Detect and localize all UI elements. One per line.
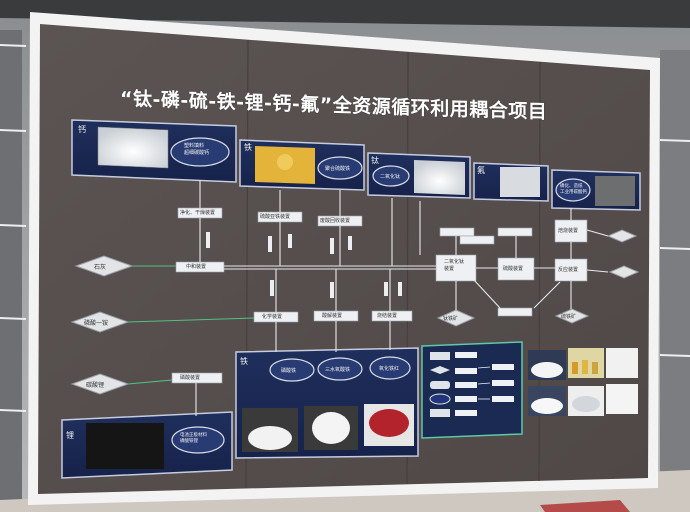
acid-digest-label: 酸解装置 — [322, 313, 343, 319]
calcium-panel — [71, 119, 237, 183]
wall-slats-right — [660, 50, 690, 490]
right-granules-image — [595, 176, 635, 206]
sulfur-ore-diamond — [554, 308, 590, 324]
small-box-c — [497, 307, 533, 317]
acid-recovery-label: 废酸回收装置 — [320, 218, 351, 224]
titanium-ore-label: 钛铁矿 — [443, 316, 459, 322]
sintering-box — [371, 310, 413, 322]
calcium-product-oval — [170, 137, 230, 167]
phosphate-diamond — [70, 311, 130, 333]
lithium-carbonate-label: 碳酸锂 — [86, 382, 105, 389]
far-right-diamond — [608, 265, 640, 279]
right-top-product-label: 磷化、造纸 工业用碳酸钙 — [560, 184, 587, 195]
flow-lines — [127, 180, 609, 416]
lithium-product-oval — [171, 426, 225, 454]
small-box-d — [459, 235, 495, 245]
lithium-panel — [61, 411, 233, 479]
titanium-device-box — [435, 254, 477, 282]
product-photo-gallery — [528, 348, 638, 416]
legend-box — [421, 341, 523, 439]
iron-bottom-tag: 铁 — [240, 357, 248, 366]
small-box-b — [497, 227, 533, 237]
ferric-label: 三水氧酸铁 — [325, 367, 351, 373]
iron-top-product-label: 聚合硫酸铁 — [325, 166, 351, 172]
lithium-tag: 锂 — [66, 431, 74, 440]
reaction-label: 反应装置 — [558, 267, 579, 273]
ferric-oval — [317, 357, 363, 381]
sulfur-ore-label: 硫铁矿 — [561, 314, 577, 320]
titanium-powder-image — [414, 160, 465, 195]
neutralize-label: 中和装置 — [186, 264, 207, 270]
purify-label: 净化、干燥装置 — [180, 210, 216, 216]
iron-product-oval — [317, 156, 363, 180]
sintering-label: 烧结装置 — [377, 313, 398, 319]
fluorine-panel — [473, 162, 549, 202]
titanium-device-label: 二氧化钛 装置 — [444, 259, 465, 272]
lithium-product-label: 电池正极材料 磷酸铁锂 — [180, 433, 207, 444]
iron-phosphate-box-label: 磷酸装置 — [180, 375, 201, 381]
titanium-product-oval — [372, 165, 410, 187]
iron-phosphate-box — [171, 372, 223, 384]
calcination-label: 焙烧装置 — [558, 228, 579, 234]
right-ore-diamond — [606, 229, 638, 243]
titanium-panel — [367, 152, 471, 199]
iron-phosphate-oval — [269, 358, 315, 382]
connector-labels — [206, 232, 402, 298]
titanium-tag: 钛 — [371, 156, 379, 165]
iron-bottom-panel — [235, 347, 419, 459]
sulfate-iron-label: 硫酸亚铁装置 — [260, 214, 291, 220]
small-box-a — [439, 227, 475, 237]
floor-rug — [540, 500, 630, 512]
ceiling — [0, 0, 690, 28]
iron-top-tag: 铁 — [244, 143, 252, 152]
iron-red-oval — [369, 356, 411, 380]
phosphate-label: 磷酸一铵 — [84, 320, 109, 327]
wall-trim — [0, 44, 690, 412]
wall-slats-left — [0, 30, 22, 500]
fluorine-tag: 氟 — [477, 166, 485, 175]
right-top-panel — [551, 169, 641, 211]
sulfuric-label: 硫酸装置 — [503, 266, 524, 272]
limestone-label: 石灰 — [94, 264, 107, 271]
chemical-label: 化学装置 — [262, 314, 283, 320]
iron-red-label: 氧化铁红 — [379, 366, 400, 372]
calcium-product-label: 塑料填料 超细碳酸钙 — [184, 143, 210, 156]
titanium-ore-diamond — [436, 309, 476, 327]
iron-top-panel — [239, 139, 365, 191]
fluorine-product-image — [500, 167, 540, 197]
iron-phosphate-label: 磷酸铁 — [281, 368, 297, 374]
lithium-black-image — [86, 423, 164, 469]
calcium-powder-image — [97, 126, 169, 169]
right-product-oval — [555, 178, 591, 202]
calcium-tag: 钙 — [78, 125, 86, 134]
titanium-product-label: 二氧化钛 — [380, 174, 401, 180]
process-boxes — [171, 207, 588, 384]
